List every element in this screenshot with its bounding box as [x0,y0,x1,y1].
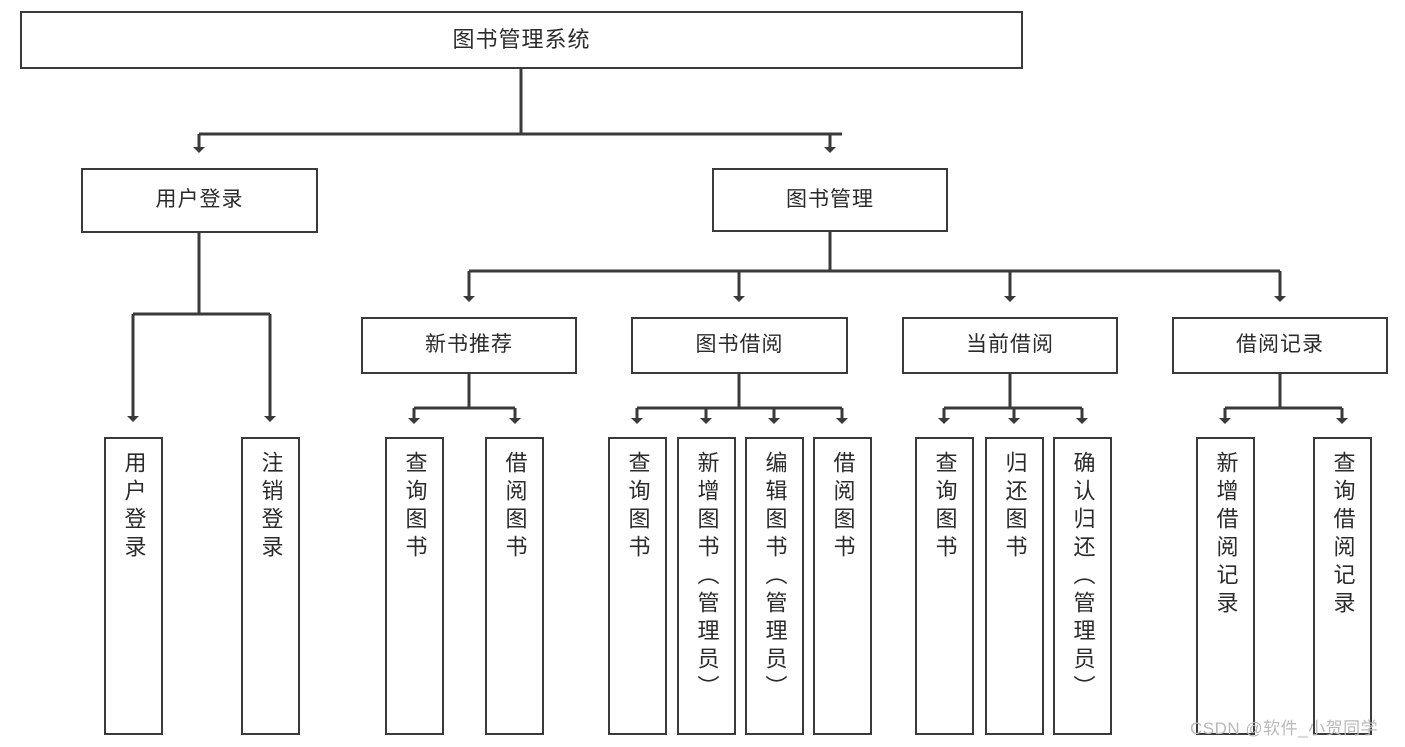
node-leaf-logout[interactable]: 注销登录 [241,437,300,735]
node-leaf-query-record-label: 查询借阅记录 [1330,451,1356,619]
node-leaf-borrow-book-2-label: 借阅图书 [830,451,856,563]
node-current-borrow[interactable]: 当前借阅 [902,317,1118,374]
node-root[interactable]: 图书管理系统 [20,11,1023,69]
node-book-manage[interactable]: 图书管理 [712,168,948,232]
node-leaf-add-record-label: 新增借阅记录 [1213,451,1239,619]
node-leaf-query-book-3-label: 查询图书 [932,451,958,563]
node-leaf-borrow-book-1[interactable]: 借阅图书 [485,437,544,735]
node-leaf-return-book[interactable]: 归还图书 [985,437,1044,735]
node-new-book-recommend[interactable]: 新书推荐 [361,317,577,374]
node-book-manage-label: 图书管理 [786,187,874,211]
node-user-login-label: 用户登录 [155,188,244,212]
node-leaf-user-login[interactable]: 用户登录 [104,437,163,735]
node-leaf-query-book-3[interactable]: 查询图书 [915,437,974,735]
node-current-borrow-label: 当前借阅 [966,333,1054,357]
node-leaf-add-book-label: 新增图书（管理员） [694,451,720,703]
node-book-borrow[interactable]: 图书借阅 [631,317,848,374]
node-leaf-add-book[interactable]: 新增图书（管理员） [677,437,736,735]
node-book-borrow-label: 图书借阅 [695,333,784,357]
node-leaf-query-record[interactable]: 查询借阅记录 [1313,437,1372,735]
node-leaf-query-book-1[interactable]: 查询图书 [385,437,444,735]
node-leaf-edit-book-label: 编辑图书（管理员） [762,451,788,703]
node-borrow-record[interactable]: 借阅记录 [1172,317,1388,374]
node-leaf-confirm-return[interactable]: 确认归还（管理员） [1053,437,1112,735]
node-leaf-query-book-1-label: 查询图书 [402,451,428,563]
node-leaf-add-record[interactable]: 新增借阅记录 [1196,437,1255,735]
node-leaf-user-login-label: 用户登录 [121,451,147,563]
node-leaf-return-book-label: 归还图书 [1002,451,1028,563]
node-new-book-recommend-label: 新书推荐 [425,333,513,357]
node-leaf-query-book-2[interactable]: 查询图书 [608,437,667,735]
node-leaf-query-book-2-label: 查询图书 [625,451,651,563]
node-leaf-logout-label: 注销登录 [258,451,284,563]
node-leaf-borrow-book-2[interactable]: 借阅图书 [813,437,872,735]
node-leaf-edit-book[interactable]: 编辑图书（管理员） [745,437,804,735]
node-leaf-confirm-return-label: 确认归还（管理员） [1070,451,1096,703]
node-user-login[interactable]: 用户登录 [81,168,318,233]
node-root-label: 图书管理系统 [452,27,591,53]
node-borrow-record-label: 借阅记录 [1236,333,1324,357]
node-leaf-borrow-book-1-label: 借阅图书 [502,451,528,563]
csdn-watermark: CSDN @软件_小贺同学 [1190,719,1379,738]
